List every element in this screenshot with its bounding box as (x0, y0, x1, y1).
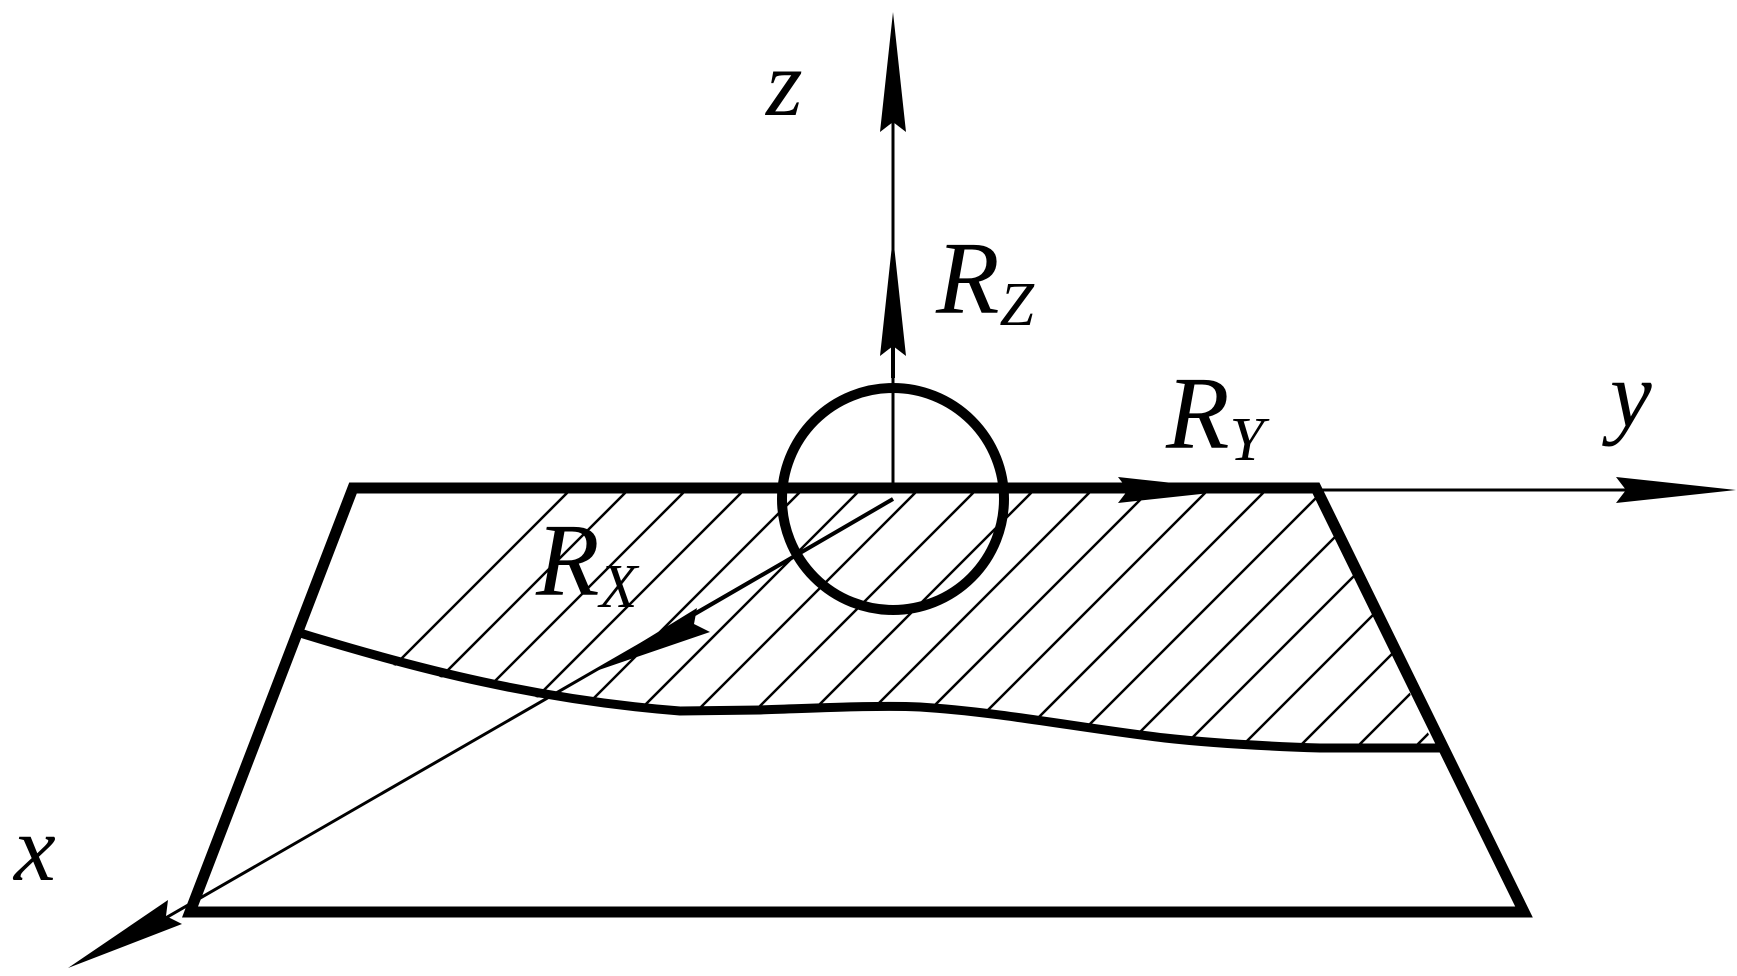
ry-label-main: R (1165, 356, 1230, 471)
ry-arrowhead (1118, 477, 1238, 503)
z-axis-arrowhead (880, 12, 906, 132)
hatch-line (937, 488, 1211, 748)
hatch-line (1401, 488, 1435, 748)
hatch-line (995, 488, 1269, 748)
hatch-line (1227, 488, 1435, 748)
hatch-line (473, 488, 747, 748)
hatch-line (1053, 488, 1327, 748)
rx-label-sub: X (597, 553, 640, 621)
hatch-boundary-curve (295, 628, 1445, 753)
rx-arrowhead (593, 608, 710, 672)
hatch-line (1285, 488, 1435, 748)
hatch-line (1343, 488, 1435, 748)
ry-label: RY (1165, 356, 1270, 474)
hatch-line (1169, 488, 1435, 748)
rx-label-main: R (535, 503, 600, 618)
x-axis-label: x (12, 797, 56, 901)
rz-label-main: R (935, 221, 1000, 336)
y-axis-arrowhead (1616, 477, 1736, 503)
hatch-line (1111, 488, 1385, 748)
x-axis-arrowhead (68, 900, 182, 968)
rz-arrowhead (880, 236, 906, 356)
z-axis-label: z (764, 32, 803, 136)
hatch-line (589, 488, 863, 748)
ry-label-sub: Y (1230, 406, 1270, 474)
rz-label: RZ (935, 221, 1035, 339)
rx-label: RX (535, 503, 640, 621)
trapezoid-body (181, 482, 1533, 918)
y-axis-label: y (1602, 343, 1652, 447)
rz-label-sub: Z (1000, 271, 1035, 339)
hatch-line (1460, 488, 1732, 760)
